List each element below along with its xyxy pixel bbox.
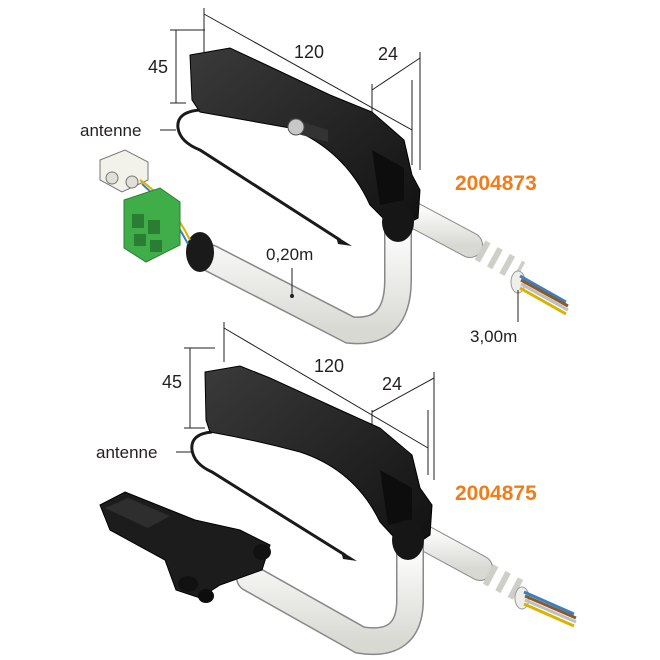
dimension-height: 45 [148, 57, 168, 77]
product-code: 2004875 [455, 482, 537, 505]
product-2004873: 45 120 24 antenne 3,00m [80, 8, 569, 346]
terminal-connector [99, 149, 191, 263]
product-2004875: 45 120 24 antenne [96, 322, 577, 656]
short-cable [196, 211, 412, 345]
dimension-height: 45 [162, 372, 182, 392]
dimension-lines [170, 8, 421, 170]
short-cable-length-label: 0,20m [266, 245, 313, 264]
dimension-depth: 24 [378, 44, 398, 64]
dimension-length: 120 [294, 42, 324, 62]
plug-connector [99, 491, 271, 603]
product-code: 2004873 [455, 172, 537, 195]
antenna-label: antenne [80, 121, 141, 140]
antenna-wire [176, 108, 352, 246]
antenna-label: antenne [96, 443, 157, 462]
receiver-housing [204, 365, 433, 560]
receiver-housing [189, 47, 421, 242]
main-cable [382, 192, 569, 322]
antenna-wire [190, 430, 357, 561]
cable-grommet [186, 232, 214, 272]
dimension-depth: 24 [382, 374, 402, 394]
short-cable [236, 531, 424, 656]
dimension-lines [184, 322, 435, 480]
main-cable [397, 517, 577, 628]
dimension-length: 120 [314, 356, 344, 376]
cable-length-label: 3,00m [470, 327, 517, 346]
